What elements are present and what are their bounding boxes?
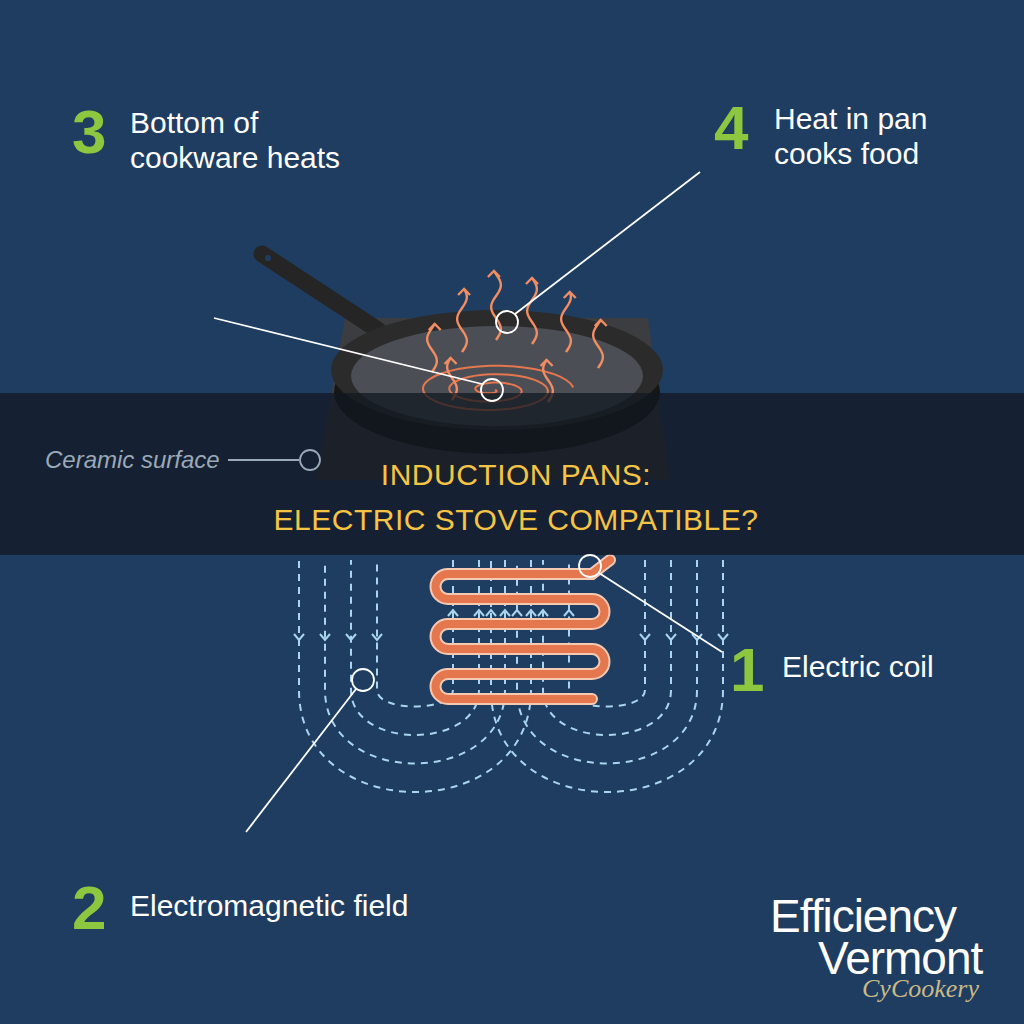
heat-wave — [457, 289, 467, 352]
callout-circle — [481, 379, 503, 401]
field-arrow — [538, 610, 548, 616]
heat-wave — [561, 292, 571, 352]
callout-circle — [352, 669, 374, 691]
heat-arrowhead — [541, 360, 553, 366]
field-arrow — [320, 634, 330, 640]
field-arrow — [718, 634, 728, 640]
callout-text: Electromagnetic field — [130, 889, 408, 924]
callout-circle — [579, 555, 601, 577]
part-label: Ceramic surface — [45, 446, 220, 474]
leader-line — [599, 573, 722, 652]
field-arrow — [526, 610, 536, 616]
title: INDUCTION PANS: ELECTRIC STOVE COMPATIBL… — [4, 452, 1024, 542]
leader-line — [228, 459, 299, 461]
field-arrow — [500, 610, 510, 616]
callout-number: 2 — [72, 872, 106, 943]
heat-arrowhead — [429, 324, 441, 330]
field-lines — [294, 560, 728, 792]
callout-circle — [496, 311, 518, 333]
field-arrow — [640, 634, 650, 640]
field-arrow — [512, 610, 522, 616]
leader-line — [515, 172, 700, 314]
heat-arrowhead — [458, 289, 470, 295]
pan-handle — [262, 254, 378, 330]
leader-line — [246, 689, 356, 832]
field-line — [325, 560, 505, 764]
callout-number: 1 — [730, 634, 764, 705]
callout-text: Bottom of cookware heats — [130, 106, 380, 175]
callout-circle — [300, 450, 320, 470]
watermark: CyCookery — [862, 974, 979, 1004]
field-arrow — [666, 634, 676, 640]
callout-text: Heat in pan cooks food — [774, 102, 989, 171]
heat-arrowhead — [445, 358, 457, 364]
heat-arrowhead — [488, 271, 500, 277]
field-arrow — [346, 634, 356, 640]
heat-arrowhead — [564, 292, 576, 298]
coil-outline — [436, 560, 611, 699]
field-arrow — [372, 634, 382, 640]
field-arrow — [564, 610, 574, 616]
callout-number: 4 — [714, 92, 748, 163]
coil-wire — [436, 560, 611, 699]
field-arrow — [486, 610, 496, 616]
callout-number: 3 — [72, 96, 106, 167]
heat-arrows — [427, 271, 607, 402]
field-arrow — [474, 610, 484, 616]
handle-hole — [265, 255, 271, 261]
leader-line — [214, 318, 482, 384]
electric-coil — [436, 560, 611, 699]
callouts — [214, 172, 722, 832]
heat-wave — [527, 278, 537, 344]
field-arrow — [448, 610, 458, 616]
heat-wave — [593, 320, 603, 368]
field-arrow — [294, 634, 304, 640]
heat-wave — [427, 324, 437, 372]
callout-text: Electric coil — [782, 650, 934, 685]
heat-arrowhead — [595, 320, 607, 326]
heat-arrowhead — [526, 278, 538, 284]
field-line — [569, 560, 645, 707]
